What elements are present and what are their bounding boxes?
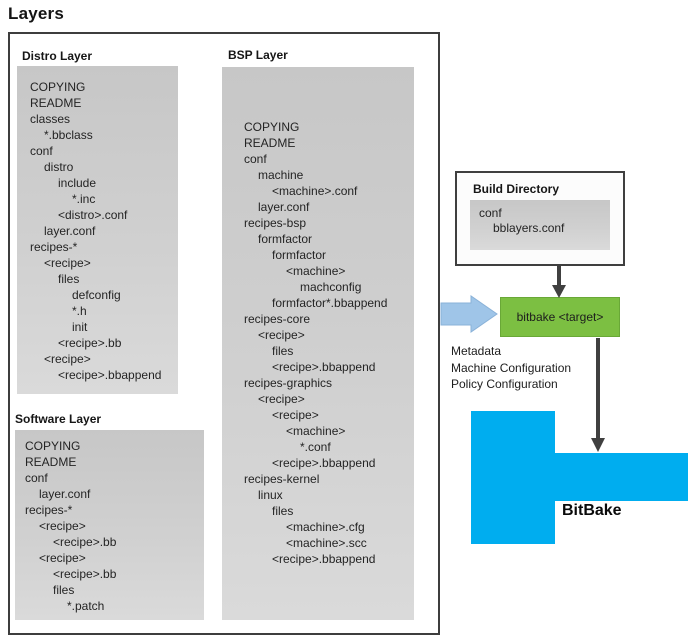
- layers-to-bitbake-arrow-icon: [440, 295, 498, 333]
- tree-item: COPYING: [30, 80, 86, 94]
- distro-layer-box: COPYING README classes *.bbclass conf distro i…: [17, 66, 178, 394]
- tree-item: recipes-core: [244, 312, 311, 326]
- tree-item: conf: [30, 144, 53, 158]
- tree-item: <recipe>.bb: [53, 535, 117, 549]
- build-directory-label: Build Directory: [473, 182, 560, 196]
- tree-item: machine: [258, 168, 304, 182]
- flow-label-machine-configuration: Machine Configuration: [451, 360, 572, 375]
- tree-item: <recipe>.bbappend: [58, 368, 162, 382]
- tree-item: <recipe>.bb: [58, 336, 122, 350]
- tree-item: <machine>.scc: [286, 536, 367, 550]
- bitbake-target-label: bitbake <target>: [516, 310, 604, 324]
- tree-item: <machine>: [286, 424, 346, 438]
- tree-item: layer.conf: [44, 224, 96, 238]
- tree-item: <recipe>.bbappend: [272, 360, 376, 374]
- tree-item: <recipe>: [258, 328, 305, 342]
- tree-item: <recipe>: [44, 352, 91, 366]
- tree-item: README: [244, 136, 296, 150]
- target-to-bitbake-arrowhead-icon: [591, 438, 605, 452]
- flow-label-metadata: Metadata: [451, 344, 502, 358]
- tree-item: recipes-graphics: [244, 376, 333, 390]
- tree-item: <recipe>: [39, 551, 86, 565]
- tree-item: init: [72, 320, 88, 334]
- tree-item: formfactor*.bbappend: [272, 296, 388, 310]
- tree-item: include: [58, 176, 97, 190]
- tree-item: <recipe>.bb: [53, 567, 117, 581]
- tree-item: formfactor: [258, 232, 313, 246]
- bitbake-target-node: bitbake <target>: [500, 297, 620, 337]
- tree-item: layer.conf: [258, 200, 310, 214]
- tree-item: <recipe>: [272, 408, 319, 422]
- tree-item: <recipe>.bbappend: [272, 552, 376, 566]
- tree-item: <recipe>: [258, 392, 305, 406]
- tree-item: <machine>.conf: [272, 184, 358, 198]
- tree-item: <recipe>.bbappend: [272, 456, 376, 470]
- bsp-layer-label: BSP Layer: [228, 48, 288, 62]
- tree-item: linux: [258, 488, 283, 502]
- bitbake-shape-vertical-block: [471, 411, 555, 544]
- tree-item: <machine>: [286, 264, 346, 278]
- tree-item: distro: [44, 160, 74, 174]
- flow-input-labels: Metadata Machine Configuration Policy Co…: [451, 343, 571, 393]
- tree-item: README: [30, 96, 82, 110]
- tree-item: conf: [479, 206, 502, 220]
- tree-item: conf: [25, 471, 48, 485]
- tree-item: COPYING: [25, 439, 81, 453]
- tree-item: recipes-kernel: [244, 472, 320, 486]
- tree-item: <recipe>: [44, 256, 91, 270]
- bsp-layer-box: COPYING README conf machine <machine>.conf la…: [222, 67, 414, 620]
- tree-item: *.inc: [72, 192, 96, 206]
- bitbake-shape-horizontal-bar: [553, 453, 688, 501]
- distro-layer-label: Distro Layer: [22, 49, 93, 63]
- tree-item: recipes-*: [30, 240, 78, 254]
- tree-item: *.patch: [67, 599, 105, 613]
- tree-item: *.h: [72, 304, 87, 318]
- tree-item: bblayers.conf: [493, 221, 565, 235]
- tree-item: machconfig: [300, 280, 362, 294]
- tree-item: files: [272, 504, 294, 518]
- flow-label-policy-configuration: Policy Configuration: [451, 377, 558, 391]
- tree-item: <distro>.conf: [58, 208, 128, 222]
- tree-item: *.conf: [300, 440, 331, 454]
- tree-item: files: [58, 272, 80, 286]
- tree-item: files: [53, 583, 75, 597]
- tree-item: layer.conf: [39, 487, 91, 501]
- bitbake-label: BitBake: [562, 502, 622, 519]
- tree-item: <recipe>: [39, 519, 86, 533]
- tree-item: classes: [30, 112, 71, 126]
- tree-item: README: [25, 455, 77, 469]
- tree-item: recipes-*: [25, 503, 73, 517]
- tree-item: conf: [244, 152, 267, 166]
- tree-item: recipes-bsp: [244, 216, 307, 230]
- layers-container: Distro Layer COPYING README classes *.bbcla…: [8, 32, 440, 635]
- software-layer-box: COPYING README conf layer.conf recipes-* <rec…: [15, 430, 204, 620]
- page-title: Layers: [8, 4, 65, 23]
- tree-item: formfactor: [272, 248, 327, 262]
- tree-item: defconfig: [72, 288, 121, 302]
- tree-item: *.bbclass: [44, 128, 93, 142]
- tree-item: <machine>.cfg: [286, 520, 365, 534]
- tree-item: COPYING: [244, 120, 300, 134]
- tree-item: files: [272, 344, 294, 358]
- software-layer-label: Software Layer: [15, 412, 102, 426]
